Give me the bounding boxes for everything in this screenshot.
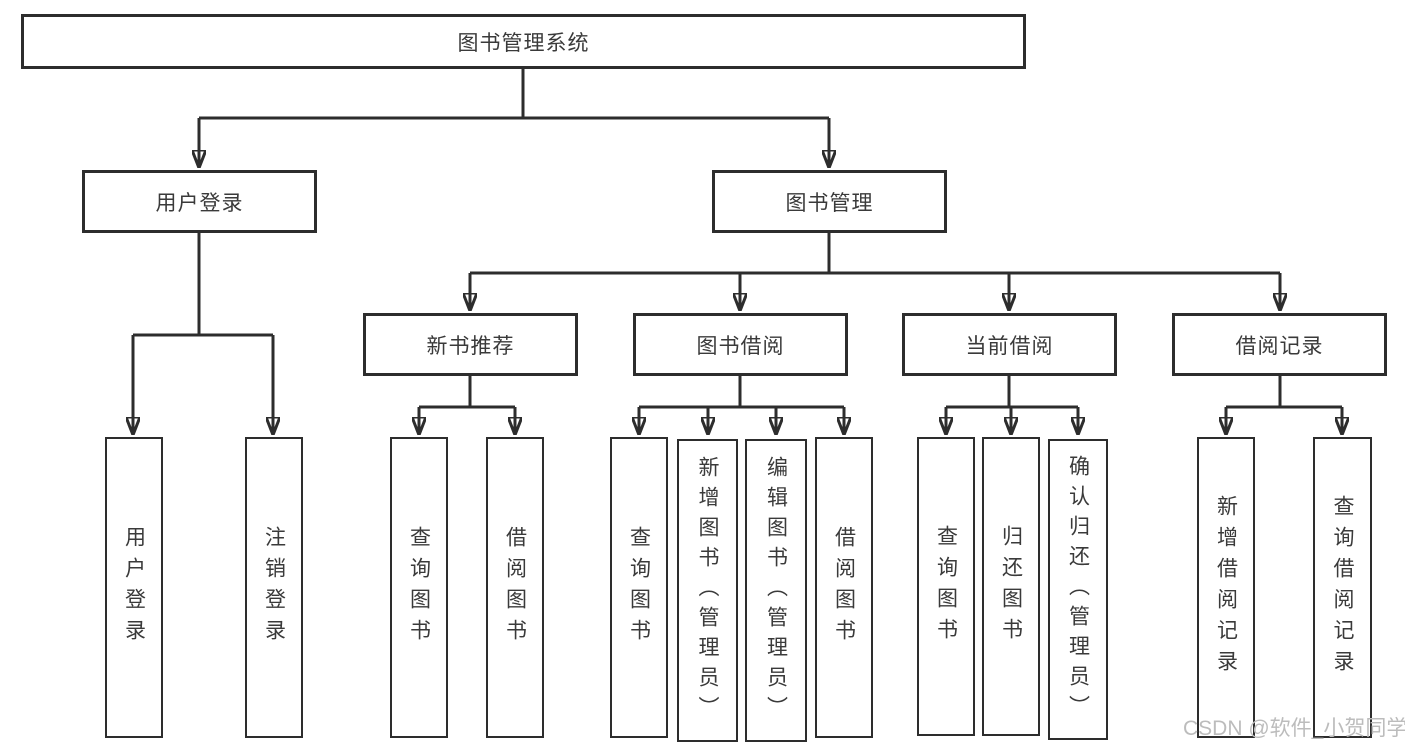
leaf-query-books-current: 查询图书 bbox=[917, 437, 975, 736]
connector-trunks bbox=[133, 69, 1342, 409]
leaf-user-login: 用户登录 bbox=[105, 437, 163, 738]
node-current-borrow-label: 当前借阅 bbox=[965, 334, 1054, 358]
leaf-confirm-return-admin: 确认归还（管理员） bbox=[1048, 439, 1108, 740]
node-new-book-recommend: 新书推荐 bbox=[363, 313, 578, 376]
leaf-query-books-recommend: 查询图书 bbox=[390, 437, 448, 738]
node-book-management-label: 图书管理 bbox=[785, 191, 874, 215]
node-root-label: 图书管理系统 bbox=[457, 31, 590, 55]
leaf-borrow-books-recommend: 借阅图书 bbox=[486, 437, 544, 738]
node-user-login-label: 用户登录 bbox=[155, 191, 244, 215]
leaf-query-borrow-record: 查询借阅记录 bbox=[1313, 437, 1372, 738]
node-user-login: 用户登录 bbox=[82, 170, 317, 233]
node-current-borrow: 当前借阅 bbox=[902, 313, 1117, 376]
node-root: 图书管理系统 bbox=[21, 14, 1026, 69]
node-borrow-records: 借阅记录 bbox=[1172, 313, 1387, 376]
leaf-edit-book-admin: 编辑图书（管理员） bbox=[745, 439, 807, 742]
node-book-borrow-label: 图书借阅 bbox=[696, 334, 785, 358]
leaf-logout: 注销登录 bbox=[245, 437, 303, 738]
leaf-return-book: 归还图书 bbox=[982, 437, 1040, 736]
node-borrow-records-label: 借阅记录 bbox=[1235, 334, 1324, 358]
leaf-borrow-books: 借阅图书 bbox=[815, 437, 873, 738]
node-book-borrow: 图书借阅 bbox=[633, 313, 848, 376]
leaf-add-borrow-record: 新增借阅记录 bbox=[1197, 437, 1255, 738]
leaf-add-book-admin: 新增图书（管理员） bbox=[677, 439, 738, 742]
watermark-text: CSDN @软件_小贺同学 bbox=[1183, 717, 1405, 740]
node-new-book-recommend-label: 新书推荐 bbox=[426, 334, 515, 358]
leaf-query-books-borrow: 查询图书 bbox=[610, 437, 668, 738]
node-book-management: 图书管理 bbox=[712, 170, 947, 233]
